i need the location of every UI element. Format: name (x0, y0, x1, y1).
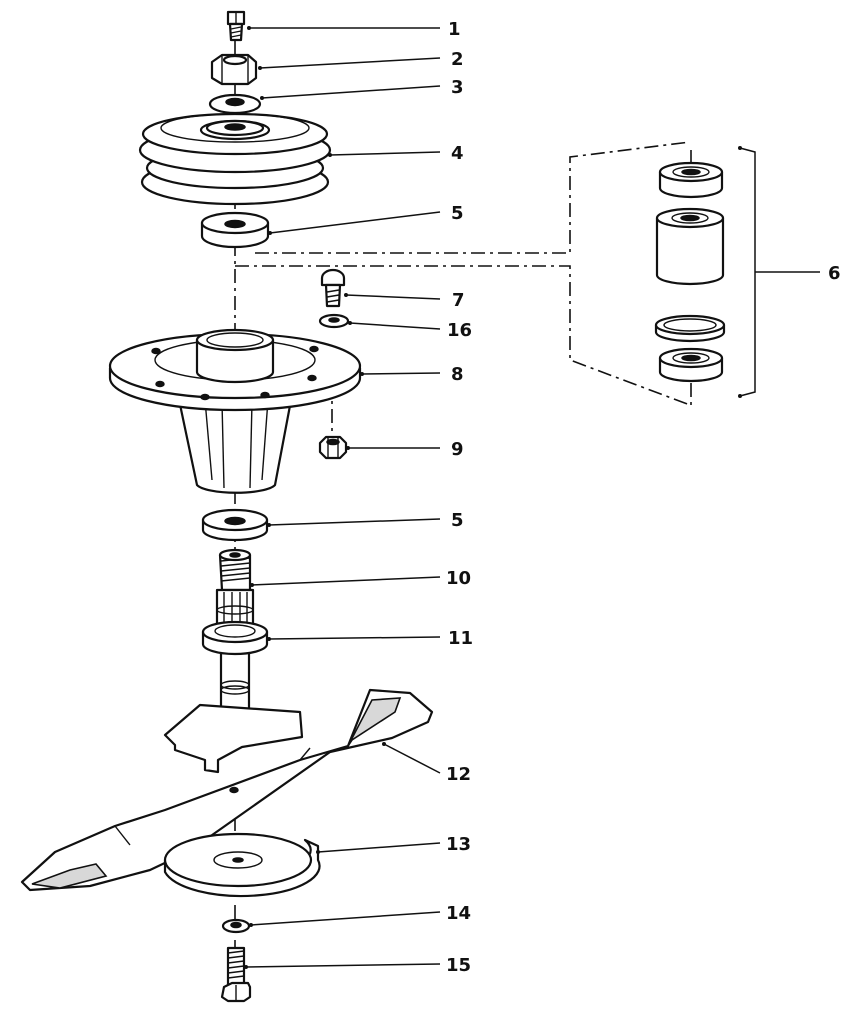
callout-3: 3 (451, 77, 464, 98)
callout-12: 12 (446, 764, 471, 785)
part-8-spindle-housing (108, 328, 362, 494)
part-10-spindle-shaft (215, 548, 255, 634)
bearing-connector-lines (235, 141, 691, 406)
part-3-washer (208, 93, 262, 115)
leader-lines (244, 26, 820, 969)
part-2-nut (210, 53, 258, 86)
callout-10: 10 (446, 568, 471, 589)
callout-1: 1 (448, 19, 461, 40)
callout-6: 6 (828, 263, 841, 284)
callout-4: 4 (451, 143, 464, 164)
callout-2: 2 (451, 49, 464, 70)
bearing-bracket (738, 146, 756, 398)
callout-labels: 1 2 3 4 5 6 7 16 8 9 5 10 11 12 13 14 15 (446, 19, 841, 976)
part-11-bearing-collar (201, 620, 269, 656)
callout-7: 7 (452, 290, 465, 311)
part-13-blade-cup (163, 832, 321, 898)
part-14-washer (221, 918, 251, 934)
callout-15: 15 (446, 955, 471, 976)
part-12-blade (20, 688, 434, 892)
callout-5-top: 5 (451, 203, 464, 224)
part-1-bolt (226, 10, 246, 42)
part-9-nut (318, 435, 348, 460)
callout-11: 11 (448, 628, 473, 649)
callout-5-bottom: 5 (451, 510, 464, 531)
callout-14: 14 (446, 903, 471, 924)
part-6-bearing-assembly (654, 150, 726, 405)
part-7-bolt (320, 268, 346, 308)
callout-16: 16 (447, 320, 472, 341)
part-5-spacer-top (200, 211, 270, 249)
callout-8: 8 (451, 364, 464, 385)
part-5-spacer-bottom (201, 508, 269, 542)
callout-13: 13 (446, 834, 471, 855)
part-4-pulley (138, 112, 332, 206)
part-15-bolt (220, 946, 252, 1003)
callout-9: 9 (451, 439, 464, 460)
part-16-lock-washer (318, 313, 350, 329)
